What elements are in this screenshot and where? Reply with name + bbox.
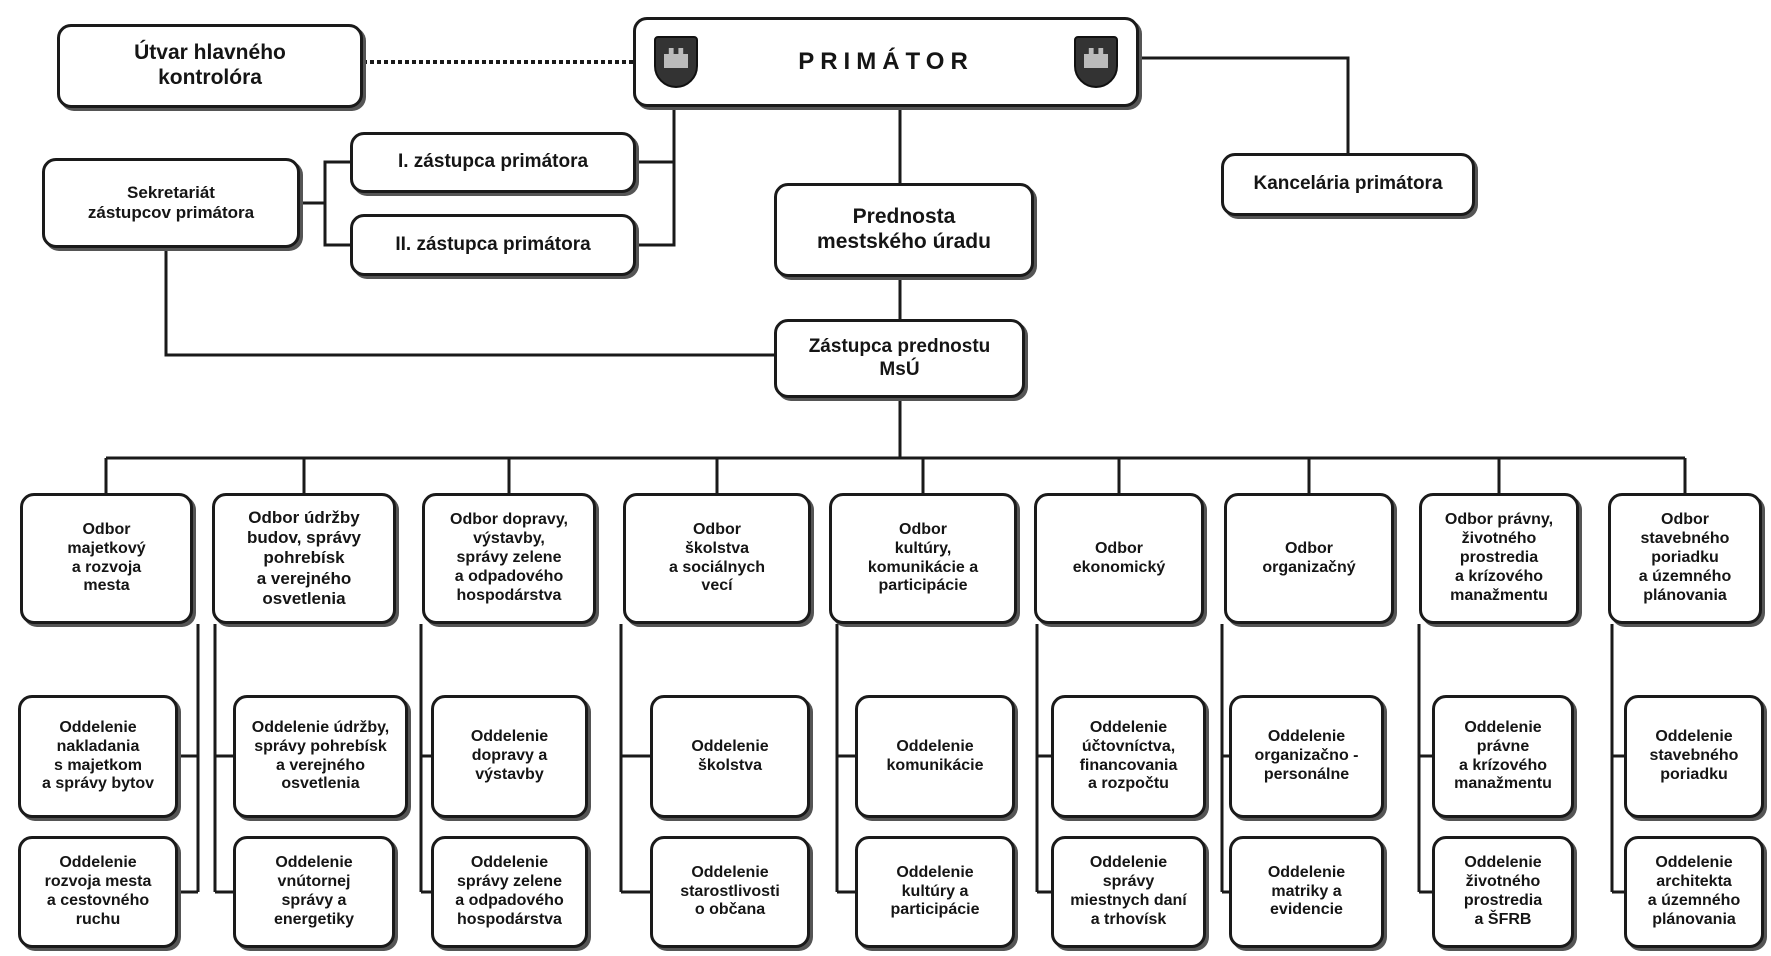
box-primator: PRIMÁTOR xyxy=(633,17,1139,107)
box-oddelenie-skolstva: Oddelenie školstva xyxy=(650,695,810,818)
box-odbor-stavebneho-poriadku: Odbor stavebného poriadku a územného plá… xyxy=(1608,493,1762,624)
box-odbor-dopravy: Odbor dopravy, výstavby, správy zelene a… xyxy=(422,493,596,624)
box-oddelenie-matriky: Oddelenie matriky a evidencie xyxy=(1229,836,1384,948)
crest-icon-left xyxy=(654,36,698,88)
box-odbor-skolstva: Odbor školstva a sociálnych vecí xyxy=(623,493,811,624)
box-oddelenie-zivotneho-prostredia: Oddelenie životného prostredia a ŠFRB xyxy=(1432,836,1574,948)
box-oddelenie-starostlivosti: Oddelenie starostlivosti o občana xyxy=(650,836,810,948)
box-oddelenie-stavebneho-poriadku: Oddelenie stavebného poriadku xyxy=(1624,695,1764,818)
box-oddelenie-nakladania: Oddelenie nakladania s majetkom a správy… xyxy=(18,695,178,818)
box-odbor-udrzby: Odbor údržby budov, správy pohrebísk a v… xyxy=(212,493,396,624)
box-oddelenie-spravy-zelene: Oddelenie správy zelene a odpadového hos… xyxy=(431,836,588,948)
box-oddelenie-komunikacie: Oddelenie komunikácie xyxy=(855,695,1015,818)
box-oddelenie-pravne: Oddelenie právne a krízového manažmentu xyxy=(1432,695,1574,818)
box-oddelenie-kultury: Oddelenie kultúry a participácie xyxy=(855,836,1015,948)
box-odbor-organizacny: Odbor organizačný xyxy=(1224,493,1394,624)
box-oddelenie-miestnych-dani: Oddelenie správy miestnych daní a trhoví… xyxy=(1051,836,1206,948)
crest-icon-right xyxy=(1074,36,1118,88)
box-odbor-ekonomicky: Odbor ekonomický xyxy=(1034,493,1204,624)
box-oddelenie-udrzby: Oddelenie údržby, správy pohrebísk a ver… xyxy=(233,695,408,818)
line-zastupca1 xyxy=(636,160,676,247)
box-odbor-majetkovy: Odbor majetkový a rozvoja mesta xyxy=(20,493,193,624)
line-sekretariat-zastupca-prednostu xyxy=(164,248,774,357)
box-kancelaria-primatora: Kancelária primátora xyxy=(1221,153,1475,216)
box-zastupca-prednostu: Zástupca prednostu MsÚ xyxy=(774,319,1025,398)
box-oddelenie-vnutornej-spravy: Oddelenie vnútornej správy a energetiky xyxy=(233,836,395,948)
box-prednosta: Prednosta mestského úradu xyxy=(774,183,1034,277)
box-odbor-kultury: Odbor kultúry, komunikácie a participáci… xyxy=(829,493,1017,624)
line-primator-kancelaria xyxy=(1139,56,1350,153)
box-oddelenie-dopravy: Oddelenie dopravy a výstavby xyxy=(431,695,588,818)
box-oddelenie-architekta: Oddelenie architekta a územného plánovan… xyxy=(1624,836,1764,948)
box-zastupca-2: II. zástupca primátora xyxy=(350,214,636,276)
box-oddelenie-organizacno-personalne: Oddelenie organizačno - personálne xyxy=(1229,695,1384,818)
primator-label: PRIMÁTOR xyxy=(798,47,974,75)
box-zastupca-1: I. zástupca primátora xyxy=(350,132,636,193)
box-sekretariat: Sekretariát zástupcov primátora xyxy=(42,158,300,248)
line-sekretariat-zastupca1 xyxy=(323,160,350,247)
box-oddelenie-uctovnictva: Oddelenie účtovníctva, financovania a ro… xyxy=(1051,695,1206,818)
box-oddelenie-rozvoja-mesta: Oddelenie rozvoja mesta a cestovného ruc… xyxy=(18,836,178,948)
box-hlavny-kontrolor: Útvar hlavného kontrolóra xyxy=(57,24,363,108)
box-odbor-pravny: Odbor právny, životného prostredia a krí… xyxy=(1419,493,1579,624)
